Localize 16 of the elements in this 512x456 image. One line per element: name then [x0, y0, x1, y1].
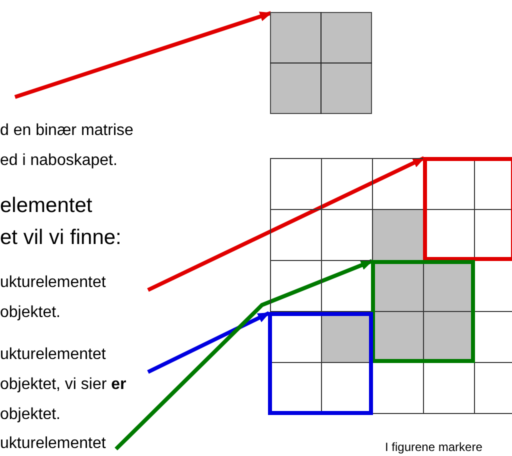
bullet-text: ukturelementet objektet, vi sier er objektet. [0, 340, 128, 430]
highlight-frame [268, 312, 373, 415]
bullet-text: ukturelementet objektet. [0, 268, 128, 328]
highlight-frame [371, 260, 475, 363]
arrow [147, 156, 425, 292]
body-text: ed i naboskapet. [0, 152, 118, 170]
body-text: et vil vi finne: [0, 226, 122, 250]
body-text: d en binær matrise [0, 122, 134, 140]
bullet-text: ukturelementet [0, 434, 110, 454]
structuring-element-drawing [270, 12, 372, 114]
highlight-frame [423, 157, 512, 261]
arrow [114, 259, 373, 450]
arrow [14, 11, 272, 99]
body-text: elementet [0, 194, 92, 218]
caption: I figurene markere [385, 440, 482, 454]
arrow [147, 311, 270, 374]
